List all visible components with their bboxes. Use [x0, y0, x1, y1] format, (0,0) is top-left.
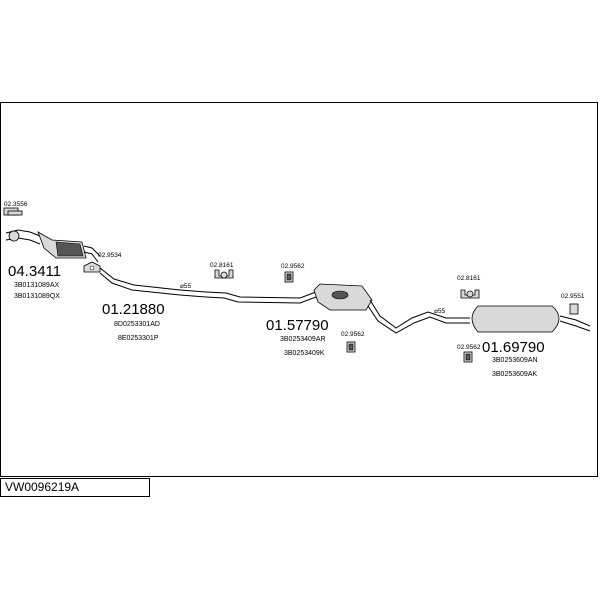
part-ref-c1-1: 3B0131089AX: [14, 282, 59, 289]
gasket-f2[interactable]: [83, 261, 101, 273]
fitting-label-f3: 02.8161: [210, 262, 234, 269]
diagram-frame: [0, 102, 598, 477]
rubber-mount-f6[interactable]: [460, 289, 480, 299]
fitting-label-f1: 02.3556: [4, 201, 28, 208]
intermediate-pipe[interactable]: [367, 299, 470, 334]
part-number-c3: 01.57790: [266, 317, 329, 334]
fitting-label-f7: 02.9562: [457, 344, 481, 351]
fitting-label-f6: 02.8161: [457, 275, 481, 282]
fitting-label-f8: 02.9551: [561, 293, 585, 300]
rubber-mount-f4[interactable]: [284, 271, 294, 283]
part-number-c2: 01.21880: [102, 301, 165, 318]
fitting-label-f4: 02.9562: [281, 263, 305, 270]
catalytic-converter[interactable]: [5, 229, 101, 263]
middle-pipe[interactable]: [205, 291, 317, 304]
part-ref-c2-1: 8D0253301AD: [114, 321, 160, 328]
rubber-mount-f7[interactable]: [463, 351, 473, 363]
rubber-mount-f3[interactable]: [214, 269, 234, 279]
part-number-c1: 04.3411: [8, 263, 61, 280]
center-silencer[interactable]: [313, 283, 373, 311]
part-number-c4: 01.69790: [482, 339, 545, 356]
part-ref-c4-1: 3B0253609AN: [492, 357, 538, 364]
clamp-f1[interactable]: [3, 207, 23, 216]
clamp-f8[interactable]: [569, 303, 579, 315]
diameter-label-d1: ⌀55: [180, 283, 192, 290]
fitting-label-f2: 02.9534: [98, 252, 122, 259]
diameter-label-d2: ⌀55: [434, 308, 446, 315]
part-ref-c1-2: 3B0131089QX: [14, 293, 60, 300]
front-pipe[interactable]: [99, 267, 207, 298]
rubber-mount-f5[interactable]: [346, 341, 356, 353]
part-ref-c2-2: 8E0253301P: [118, 335, 159, 342]
part-ref-c3-1: 3B0253409AR: [280, 336, 326, 343]
fitting-label-f5: 02.9562: [341, 331, 365, 338]
diagram-code: VW0096219A: [0, 478, 150, 497]
rear-silencer[interactable]: [471, 305, 591, 333]
part-ref-c3-2: 3B0253409K: [284, 350, 325, 357]
part-ref-c4-2: 3B0253609AK: [492, 371, 537, 378]
